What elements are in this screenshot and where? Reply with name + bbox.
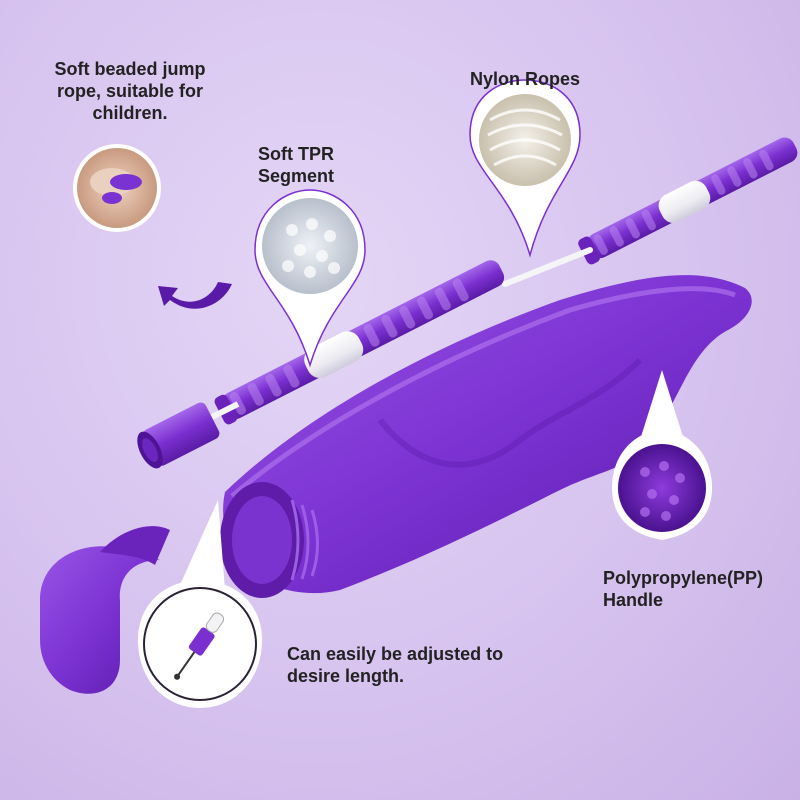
label-pp-handle: Polypropylene(PP) Handle xyxy=(603,568,764,610)
handle xyxy=(220,275,752,598)
label-nylon-ropes: Nylon Ropes xyxy=(470,69,581,89)
label-beaded-rope: Soft beaded jump rope, suitable for chil… xyxy=(54,59,206,123)
label-tpr-segment: Soft TPR Segment xyxy=(258,144,335,186)
callout-nylon-ropes xyxy=(469,79,581,258)
callout-adjustable xyxy=(138,500,262,708)
callout-tpr-segment xyxy=(254,189,366,368)
label-adjustable: Can easily be adjusted to desire length. xyxy=(287,644,504,686)
curved-arrow-icon xyxy=(158,282,232,309)
end-cap xyxy=(40,526,170,694)
callout-child-hand xyxy=(73,144,161,232)
callout-pp-pellets xyxy=(612,370,712,540)
beaded-rope xyxy=(137,137,798,469)
